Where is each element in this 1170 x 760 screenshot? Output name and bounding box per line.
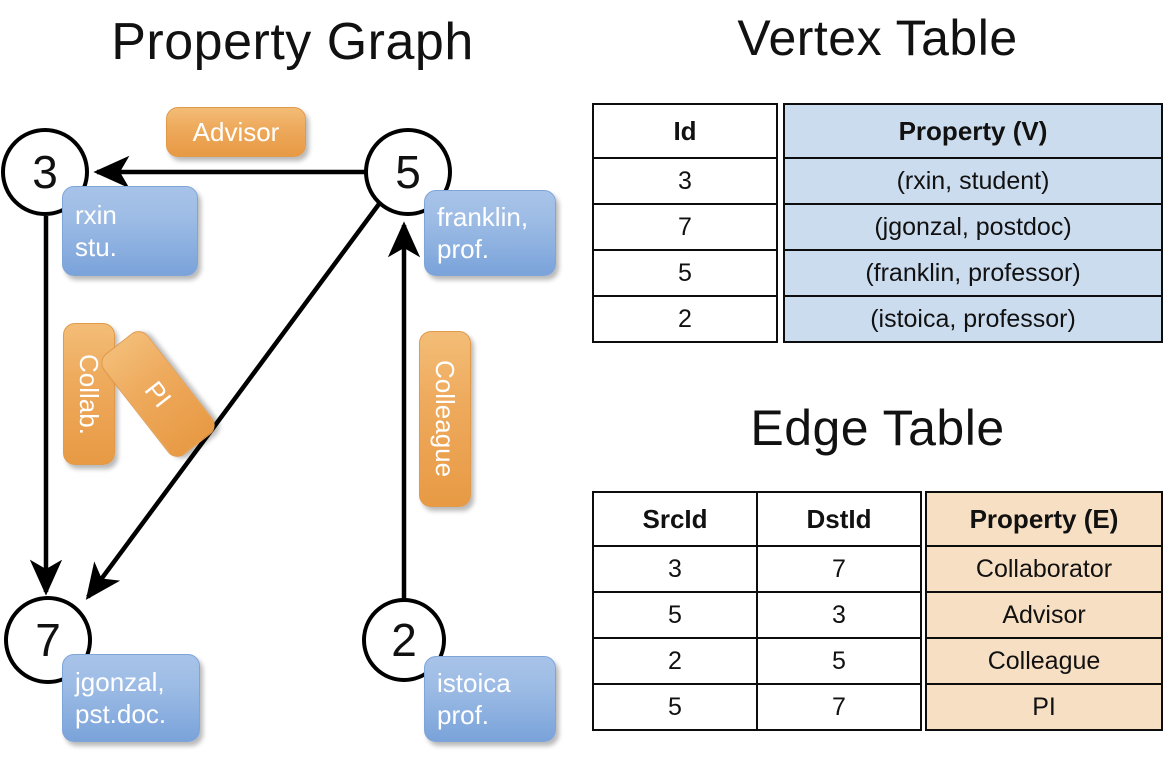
node-5-property-box[interactable]: franklin, prof. <box>424 190 556 276</box>
edge-label-advisor-text: Advisor <box>192 117 280 147</box>
table-row[interactable]: Advisor <box>925 591 1163 639</box>
node-2-property-box[interactable]: istoica prof. <box>424 656 556 742</box>
table-row[interactable]: (rxin, student) <box>783 157 1163 205</box>
node-5-label: 5 <box>395 146 421 198</box>
edge-srcid-cell: 5 <box>592 591 758 639</box>
vertex-id-cell: 3 <box>592 157 778 205</box>
edge-dstid-cell: 5 <box>756 637 922 685</box>
node-3-property-line2: stu. <box>75 232 117 262</box>
table-row[interactable]: 5 7 <box>592 683 922 731</box>
node-7-property-box[interactable]: jgonzal, pst.doc. <box>62 654 200 742</box>
table-row[interactable]: (franklin, professor) <box>783 249 1163 297</box>
node-7-property-line1: jgonzal, <box>75 667 165 697</box>
edge-srcid-cell: 5 <box>592 683 758 731</box>
edge-property-cell: Collaborator <box>925 545 1163 593</box>
vertex-property-cell: (franklin, professor) <box>783 249 1163 297</box>
vertex-table-property-column: Property (V) (rxin, student) (jgonzal, p… <box>783 103 1163 343</box>
edge-header-property: Property (E) <box>925 491 1163 547</box>
table-row[interactable]: 2 5 <box>592 637 922 685</box>
table-row[interactable]: (jgonzal, postdoc) <box>783 203 1163 251</box>
edge-dstid-cell: 3 <box>756 591 922 639</box>
table-header-row: Id <box>592 103 778 159</box>
table-row[interactable]: 3 7 <box>592 545 922 593</box>
page-title-property-graph: Property Graph <box>111 13 474 71</box>
edge-header-srcid: SrcId <box>592 491 758 547</box>
node-3-property-box[interactable]: rxin stu. <box>62 186 198 276</box>
vertex-id-cell: 5 <box>592 249 778 297</box>
edge-dstid-cell: 7 <box>756 545 922 593</box>
edge-table-property-column: Property (E) Collaborator Advisor Collea… <box>925 491 1163 731</box>
vertex-header-property: Property (V) <box>783 103 1163 159</box>
vertex-property-cell: (istoica, professor) <box>783 295 1163 343</box>
table-header-row: Property (V) <box>783 103 1163 159</box>
edge-table-id-columns: SrcId DstId 3 7 5 3 2 5 5 7 <box>592 491 922 731</box>
edge-srcid-cell: 2 <box>592 637 758 685</box>
edge-label-colleague[interactable]: Colleague <box>419 331 471 507</box>
table-row[interactable]: Collaborator <box>925 545 1163 593</box>
node-5-property-line1: franklin, <box>437 202 529 232</box>
node-5-circle[interactable]: 5 <box>364 128 452 216</box>
vertex-id-cell: 2 <box>592 295 778 343</box>
vertex-id-cell: 7 <box>592 203 778 251</box>
edge-label-collab[interactable]: Collab. <box>63 323 115 465</box>
edge-label-advisor[interactable]: Advisor <box>166 107 306 157</box>
node-2-label: 2 <box>391 614 417 666</box>
node-7-label: 7 <box>35 614 61 666</box>
edge-property-cell: PI <box>925 683 1163 731</box>
table-header-row: SrcId DstId <box>592 491 922 547</box>
edge-header-dstid: DstId <box>756 491 922 547</box>
table-header-row: Property (E) <box>925 491 1163 547</box>
node-2-circle[interactable]: 2 <box>362 598 446 682</box>
node-2-property-line2: prof. <box>437 700 490 730</box>
edge-property-cell: Advisor <box>925 591 1163 639</box>
table-row[interactable]: Colleague <box>925 637 1163 685</box>
node-5-property-line2: prof. <box>437 234 490 264</box>
edge-label-pi-text: PI <box>138 375 178 413</box>
graph-edges-layer <box>29 155 421 600</box>
table-row[interactable]: (istoica, professor) <box>783 295 1163 343</box>
node-7-property-line2: pst.doc. <box>75 699 167 729</box>
node-3-property-line1: rxin <box>75 200 117 230</box>
property-graph-diagram: 3 5 7 2 rxin stu. franklin, prof. jgonza… <box>1 107 556 742</box>
vertex-header-id: Id <box>592 103 778 159</box>
edge-property-cell: Colleague <box>925 637 1163 685</box>
edge-dstid-cell: 7 <box>756 683 922 731</box>
vertex-property-cell: (rxin, student) <box>783 157 1163 205</box>
edge-label-collab-text: Collab. <box>74 353 104 435</box>
edge-5-to-7 <box>85 202 381 600</box>
table-row[interactable]: PI <box>925 683 1163 731</box>
edge-label-colleague-text: Colleague <box>430 360 460 478</box>
page-title-vertex-table: Vertex Table <box>737 10 1018 66</box>
table-row[interactable]: 2 <box>592 295 778 343</box>
table-row[interactable]: 5 3 <box>592 591 922 639</box>
vertex-table-id-column: Id 3 7 5 2 <box>592 103 778 343</box>
node-2-property-line1: istoica <box>437 668 511 698</box>
edge-srcid-cell: 3 <box>592 545 758 593</box>
table-row[interactable]: 5 <box>592 249 778 297</box>
node-3-label: 3 <box>32 146 58 198</box>
table-row[interactable]: 7 <box>592 203 778 251</box>
table-row[interactable]: 3 <box>592 157 778 205</box>
page-title-edge-table: Edge Table <box>750 400 1005 456</box>
vertex-property-cell: (jgonzal, postdoc) <box>783 203 1163 251</box>
